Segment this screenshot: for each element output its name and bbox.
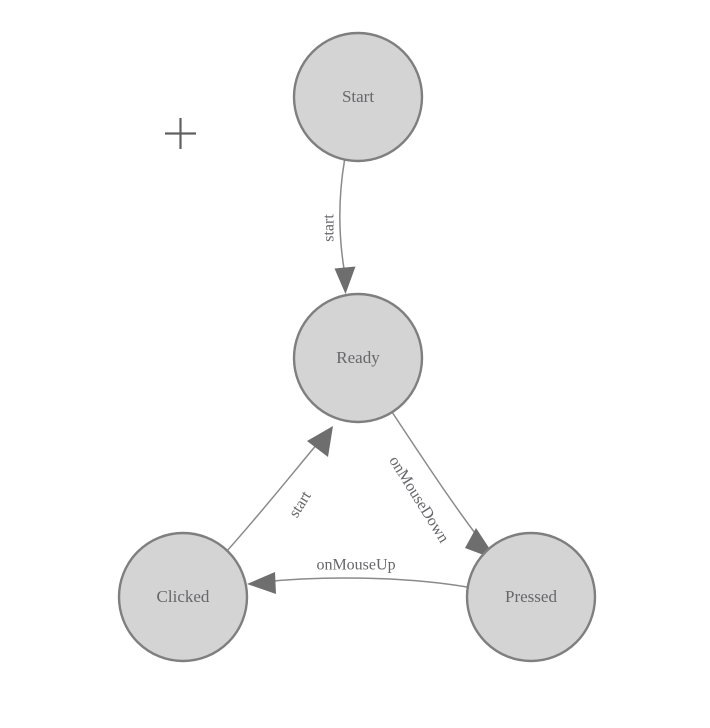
crosshair-icon: [165, 118, 196, 149]
edge-path-clicked-to-ready: [225, 436, 324, 553]
node-pressed-circle[interactable]: [465, 531, 597, 663]
arrowhead-into-clicked: [247, 572, 276, 594]
node-ready-circle[interactable]: [292, 292, 424, 424]
arrowhead-into-ready-lowerleft: [307, 426, 333, 457]
edge-label-pressed-to-clicked: onMouseUp: [316, 557, 395, 574]
node-ready[interactable]: Ready: [292, 292, 424, 424]
node-start-label: Start: [342, 87, 374, 106]
node-start-circle[interactable]: [292, 31, 424, 163]
edge-path-start-to-ready: [339, 160, 346, 273]
node-pressed-label: Pressed: [505, 587, 557, 606]
edge-start-to-ready[interactable]: start: [321, 160, 356, 295]
node-start[interactable]: Start: [292, 31, 424, 163]
edge-label-start-to-ready: start: [321, 214, 338, 242]
node-pressed[interactable]: Pressed: [465, 531, 597, 663]
edge-pressed-to-clicked[interactable]: onMouseUp: [247, 557, 468, 594]
edge-label-clicked-to-ready: start: [286, 488, 315, 521]
edge-path-pressed-to-clicked: [261, 577, 468, 588]
node-clicked-circle[interactable]: [117, 531, 249, 663]
node-clicked[interactable]: Clicked: [117, 531, 249, 663]
arrowhead-into-ready-top: [334, 266, 356, 294]
edge-label-ready-to-pressed: onMouseDown: [385, 453, 452, 546]
node-clicked-label: Clicked: [157, 587, 210, 606]
node-ready-label: Ready: [336, 348, 380, 367]
edge-clicked-to-ready[interactable]: start: [225, 426, 333, 553]
edge-ready-to-pressed[interactable]: onMouseDown: [385, 411, 497, 560]
